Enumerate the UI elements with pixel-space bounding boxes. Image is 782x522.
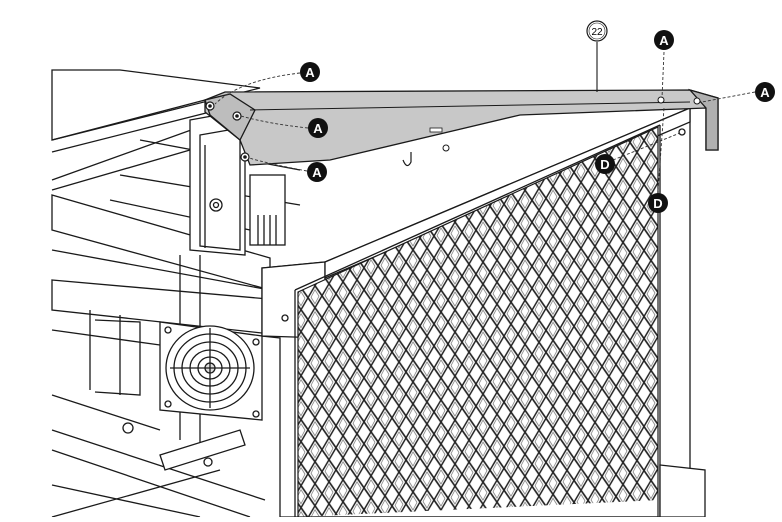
bottom-rail [51, 422, 246, 518]
callout-a-2: A [308, 118, 328, 138]
callout-d-2-label: D [653, 196, 662, 211]
callout-d-1-label: D [600, 157, 609, 172]
frame-structure [51, 69, 301, 518]
callout-a-1-label: A [305, 65, 315, 80]
callout-a-5-label: A [760, 85, 770, 100]
leader-lines [214, 51, 756, 192]
part-number-callout: 22 [586, 20, 608, 42]
callout-d-1: D [595, 154, 615, 174]
callout-a-3-label: A [312, 165, 322, 180]
callout-a-5: A [755, 82, 775, 102]
inner-panel [179, 109, 286, 455]
callout-a-1: A [300, 62, 320, 82]
callout-a-2-label: A [313, 121, 323, 136]
callout-a-4: A [654, 30, 674, 50]
callout-d-2: D [648, 193, 668, 213]
part-number-label: 22 [591, 27, 603, 38]
callout-a-4-label: A [659, 33, 669, 48]
mesh-panel [297, 126, 659, 518]
callout-a-3: A [307, 162, 327, 182]
fan-unit [159, 321, 263, 421]
top-bracket-22 [204, 88, 719, 167]
